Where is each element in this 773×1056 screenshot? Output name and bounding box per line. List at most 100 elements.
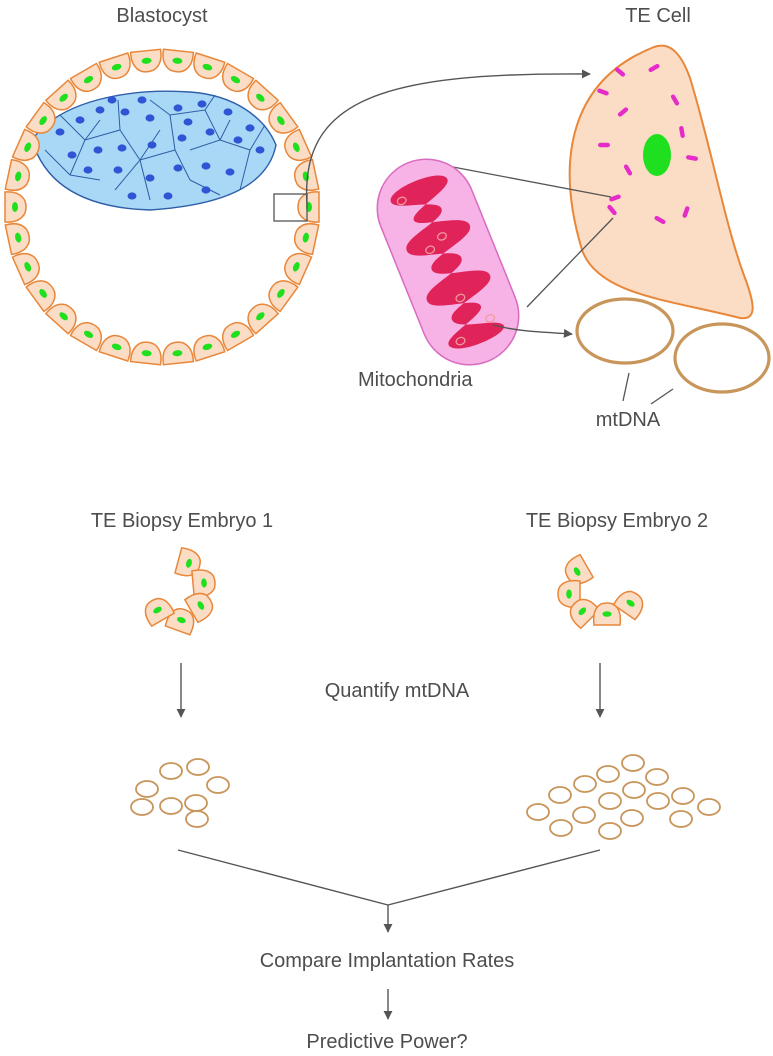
te-cell — [4, 222, 31, 256]
mito-connector-line-bottom — [526, 217, 614, 308]
mtdna-pointer-left — [622, 372, 630, 402]
icm-nucleus — [223, 108, 233, 116]
biopsy-cell-nucleus — [153, 606, 162, 614]
icm-cell-wall — [219, 119, 231, 141]
te-cell-membrane — [44, 79, 77, 111]
icm-cell-wall — [84, 129, 141, 191]
icm-nucleus — [197, 100, 207, 108]
te-cell — [129, 341, 162, 366]
te-cell-nucleus — [292, 142, 300, 152]
icm-cell-wall — [249, 124, 266, 151]
mitochondria-particle — [682, 206, 690, 218]
mtdna-circle — [526, 803, 550, 821]
icm-nucleus — [201, 186, 211, 194]
mtdna-cluster-embryo-1 — [130, 758, 230, 828]
icm-nucleus — [255, 146, 265, 154]
te-cell — [69, 62, 103, 93]
te-cell — [247, 79, 280, 111]
te-cell-membrane — [25, 101, 56, 134]
biopsy-cell-membrane — [612, 590, 644, 621]
merge-line-left — [177, 849, 389, 906]
icm-cell-wall — [44, 149, 71, 176]
te-cell-nucleus — [256, 312, 265, 321]
biopsy-cell — [557, 579, 581, 609]
icm-nucleus — [183, 118, 193, 126]
te-cell-nucleus — [141, 57, 152, 64]
te-cell — [283, 128, 313, 162]
mtdna-circle — [697, 798, 721, 816]
biopsy-cell-membrane — [564, 553, 595, 585]
icm-nucleus — [177, 134, 187, 142]
mitochondria-particle — [598, 142, 610, 148]
mtdna-circle — [548, 786, 572, 804]
te-cell-highlight-box — [273, 193, 308, 222]
te-cell-membrane — [25, 280, 56, 313]
te-cell — [44, 303, 77, 335]
mitochondrion-mtdna-dot — [485, 313, 496, 323]
biopsy-cell — [612, 590, 644, 621]
te-cell — [247, 303, 280, 335]
te-cell — [221, 62, 255, 93]
mitochondrion-mtdna-dot — [396, 196, 407, 206]
icm-nucleus — [245, 124, 255, 132]
te-cell-nucleus — [172, 57, 183, 64]
mitochondria-particle — [670, 94, 680, 106]
te-cell — [283, 252, 313, 286]
mitochondrion-mtdna-dot — [436, 232, 447, 241]
mtdna-circle — [598, 822, 622, 840]
te-cell-nucleus — [230, 330, 241, 338]
te-cell — [4, 158, 31, 192]
te-cell-membrane — [221, 62, 255, 93]
icm-cell-wall — [84, 119, 101, 141]
mtdna-circle — [598, 792, 622, 810]
label-biopsy-embryo-2: TE Biopsy Embryo 2 — [526, 510, 708, 532]
mtdna-circle — [159, 797, 183, 815]
biopsy-embryo-2-cells — [557, 553, 644, 630]
te-cell-nucleus — [15, 232, 22, 243]
te-cell-nucleus — [302, 232, 309, 243]
te-cell — [268, 101, 299, 134]
mitochondria-particle — [607, 204, 617, 216]
mito-connector-line-top — [452, 166, 612, 198]
icm-nucleus — [117, 144, 127, 152]
label-predictive-power: Predictive Power? — [306, 1031, 467, 1053]
mtdna-ring-left — [575, 297, 675, 365]
icm-nucleus — [173, 164, 183, 172]
te-cell — [221, 321, 255, 352]
mtdna-circle — [671, 787, 695, 805]
te-cell-nucleus — [202, 63, 213, 71]
icm-nucleus — [145, 114, 155, 122]
te-cell-nucleus — [39, 116, 47, 126]
icm-nucleus — [75, 116, 85, 124]
biopsy-cell-nucleus — [602, 611, 612, 617]
te-cell-membrane — [69, 62, 103, 93]
te-cell — [297, 191, 320, 223]
te-cell — [98, 334, 131, 362]
te-cell-nucleus — [24, 142, 32, 152]
mitochondria-particle — [654, 215, 666, 225]
biopsy-cell-nucleus — [197, 601, 205, 610]
mtdna-circle — [185, 810, 209, 828]
mtdna-circle — [130, 798, 154, 816]
mitochondrion-mtdna-dot — [455, 293, 466, 303]
biopsy-cell-membrane — [183, 592, 214, 624]
te-cell-nucleus — [39, 288, 47, 298]
te-cell-nucleus — [12, 202, 18, 212]
mitochondria-particles — [597, 63, 698, 225]
te-cell — [193, 334, 226, 362]
label-mitochondria: Mitochondria — [358, 369, 473, 391]
mtdna-circle — [573, 775, 597, 793]
mtdna-circle — [669, 810, 693, 828]
te-cell — [268, 280, 299, 313]
biopsy-cell-nucleus — [578, 607, 587, 616]
icm-nucleus — [201, 162, 211, 170]
icm-nucleus — [145, 174, 155, 182]
mtdna-circle — [620, 809, 644, 827]
te-cell-nucleus — [83, 330, 94, 338]
te-cell — [11, 128, 41, 162]
mitochondria-particle — [623, 164, 633, 176]
icm-cell-wall — [169, 109, 221, 151]
icm-nucleus — [127, 192, 137, 200]
te-cell-nucleus — [292, 262, 300, 272]
icm-nucleus — [233, 136, 243, 144]
